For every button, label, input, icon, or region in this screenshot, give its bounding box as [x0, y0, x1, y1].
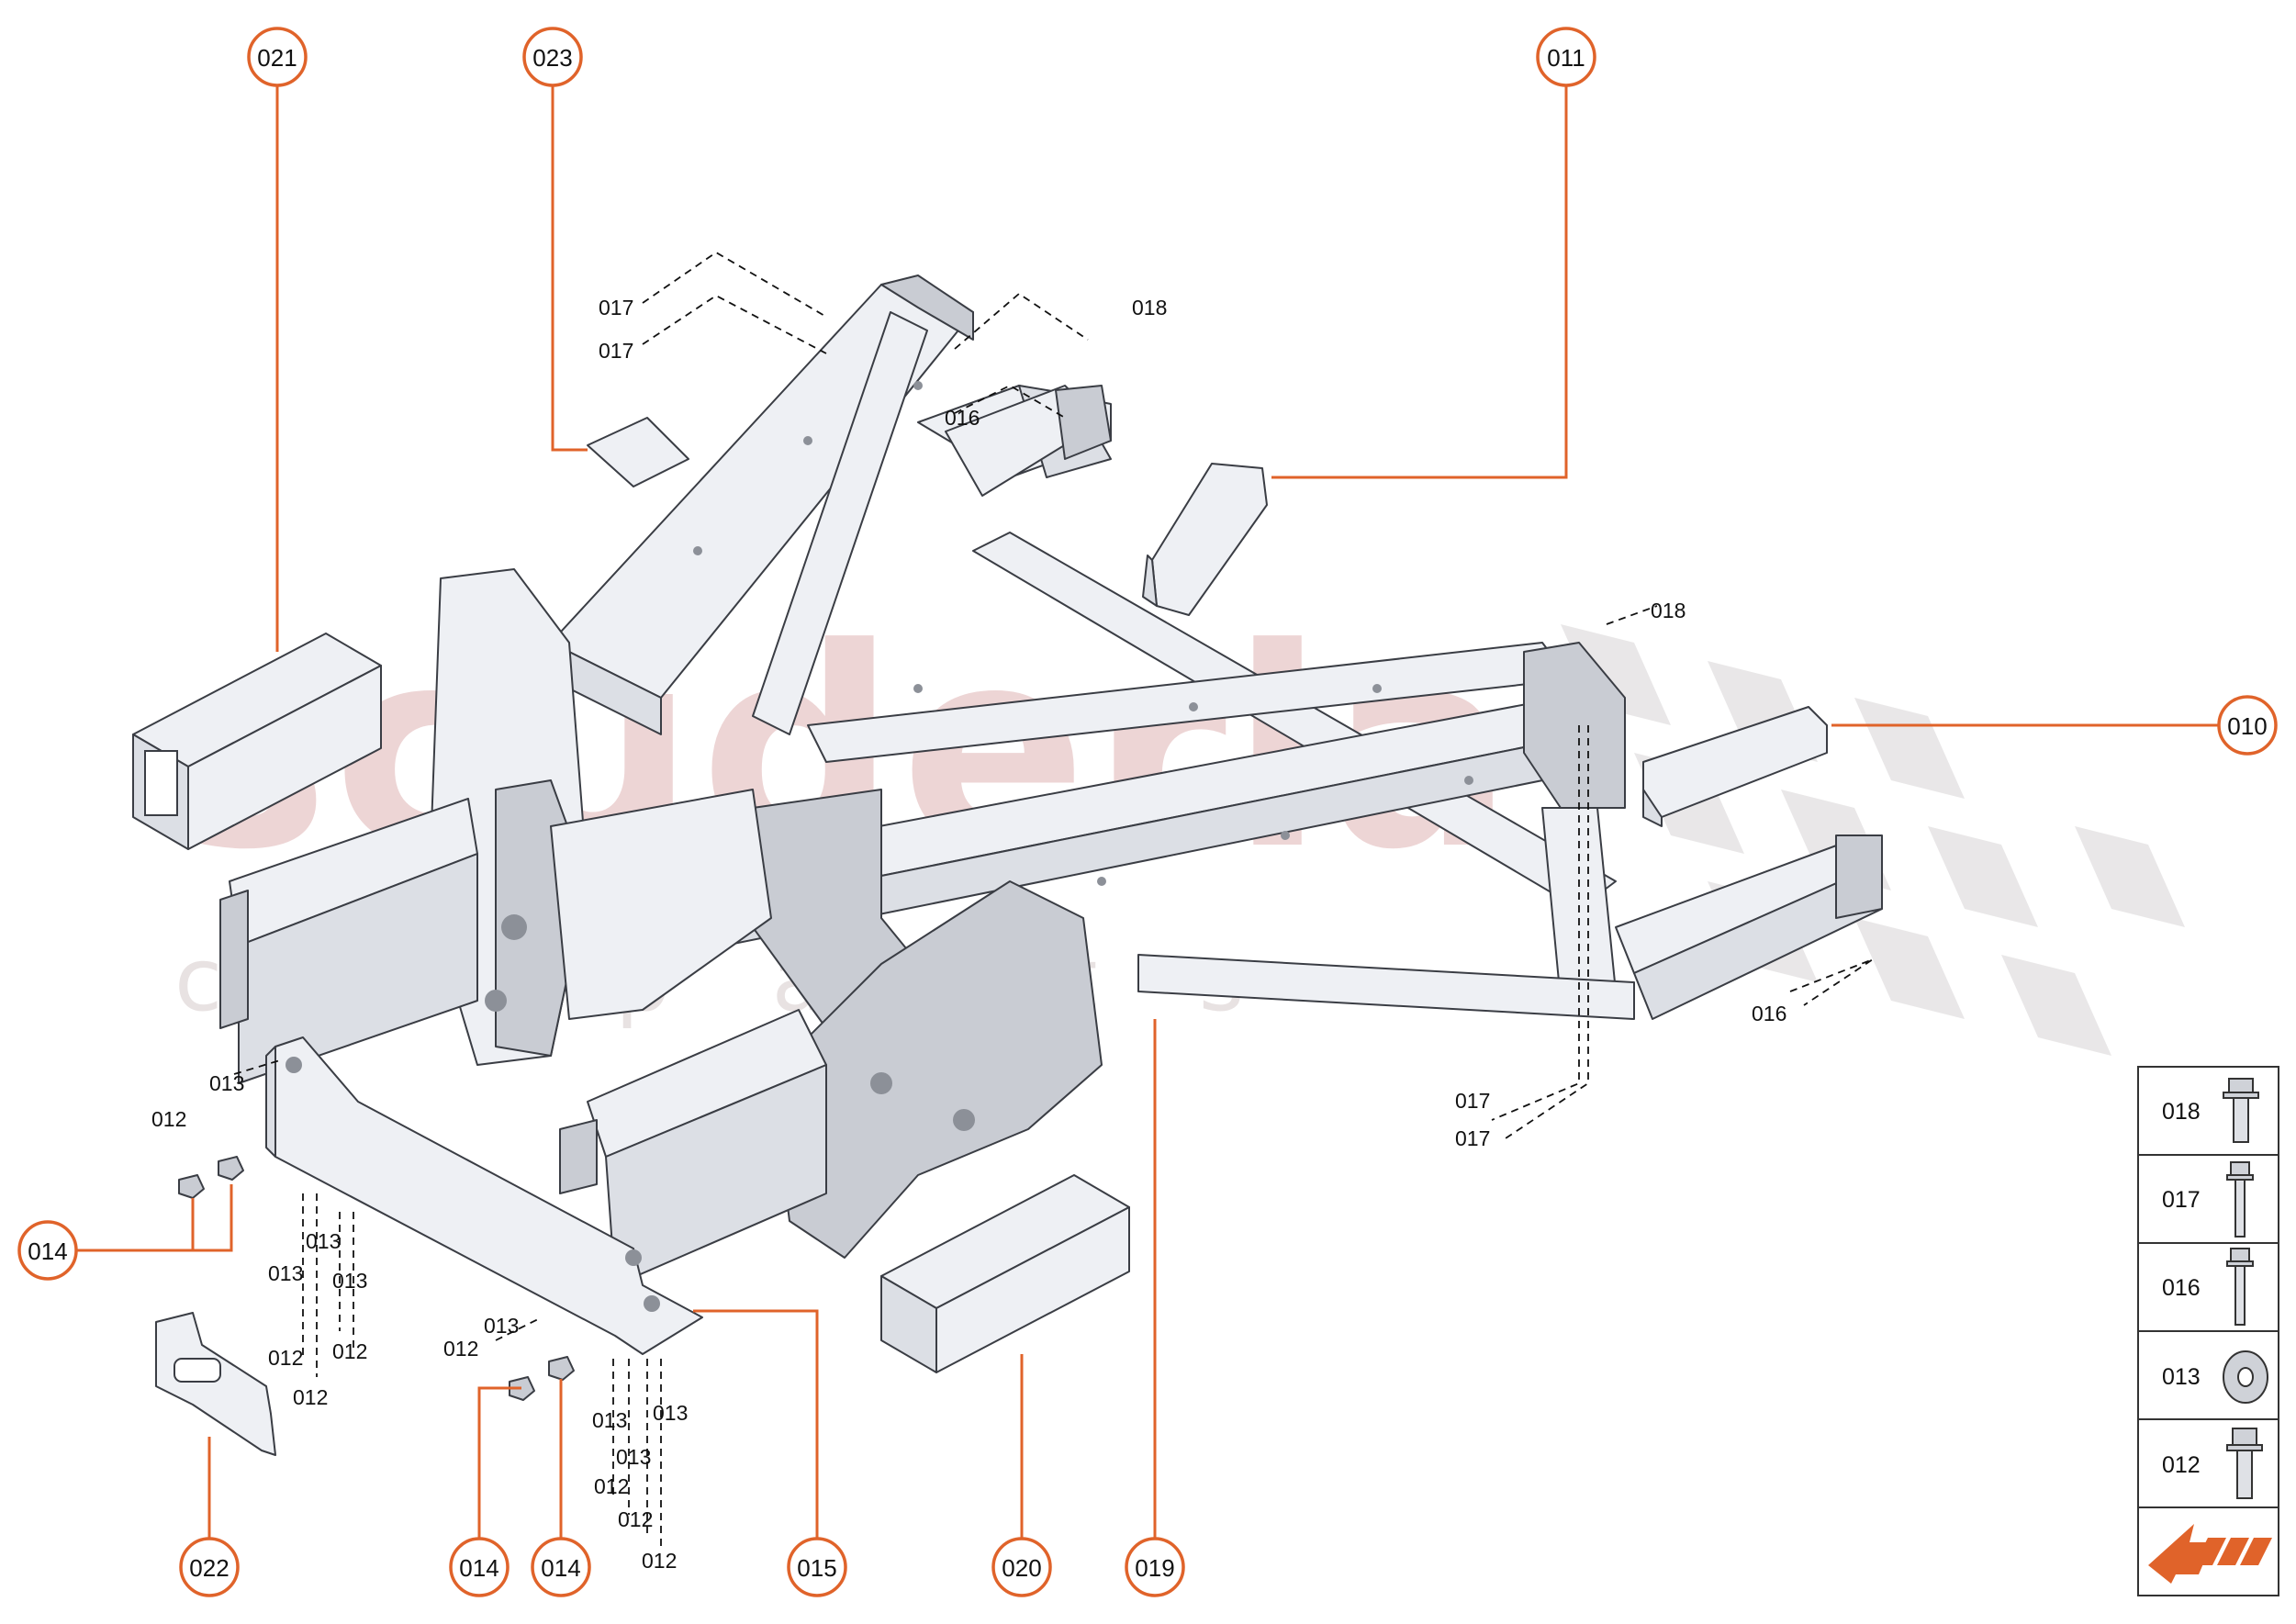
fastener-label-012: 012 — [268, 1346, 303, 1370]
callout-label: 022 — [189, 1554, 229, 1582]
fastener-legend: 018 017 016 013 012 — [2137, 1066, 2279, 1596]
callout-label: 014 — [459, 1554, 498, 1582]
fastener-label-013: 013 — [306, 1229, 341, 1253]
fastener-label-012: 012 — [443, 1337, 478, 1361]
callout-010[interactable]: 010 — [2217, 695, 2278, 756]
nut-icons — [178, 1156, 575, 1401]
legend-code: 017 — [2162, 1187, 2201, 1213]
callout-label: 020 — [1002, 1554, 1041, 1582]
fastener-label-013: 013 — [268, 1261, 303, 1285]
fastener-label-017: 017 — [599, 296, 633, 319]
fastener-label-017: 017 — [1455, 1089, 1490, 1113]
part-020-crash-box-right — [880, 1174, 1130, 1373]
flange-bolt-short-icon — [2223, 1078, 2259, 1143]
legend-code: 012 — [2162, 1452, 2201, 1478]
legend-code: 016 — [2162, 1275, 2201, 1301]
fastener-label-018: 018 — [1132, 296, 1167, 319]
callout-leaders — [69, 80, 2247, 1544]
washer-icon — [2223, 1350, 2268, 1404]
flange-bolt-medium-icon — [2226, 1248, 2254, 1326]
fastener-label-012: 012 — [332, 1339, 367, 1363]
fastener-label-018: 018 — [1651, 599, 1686, 622]
callout-019[interactable]: 019 — [1125, 1537, 1185, 1597]
part-023-patch-plate — [587, 417, 689, 487]
fastener-label-016: 016 — [1752, 1002, 1786, 1025]
callout-020[interactable]: 020 — [991, 1537, 1052, 1597]
callout-023[interactable]: 023 — [522, 27, 583, 87]
part-011-bracket — [1142, 463, 1268, 616]
rear-subframe-assembly — [219, 274, 1883, 1286]
fastener-label-012: 012 — [618, 1507, 653, 1531]
callout-014-mid-b[interactable]: 014 — [531, 1537, 591, 1597]
callout-label: 014 — [541, 1554, 580, 1582]
callout-label: 010 — [2227, 712, 2267, 740]
part-015-lower-cross-member — [265, 1036, 703, 1355]
fastener-label-017: 017 — [599, 339, 633, 363]
callout-label: 023 — [532, 44, 572, 72]
fastener-labels: 017 017 018 016 018 016 017 017 013 012 … — [151, 296, 1786, 1573]
callout-label: 014 — [28, 1238, 67, 1265]
part-022-end-plate — [155, 1312, 276, 1456]
legend-code: 013 — [2162, 1364, 2201, 1390]
fastener-label-013: 013 — [484, 1314, 519, 1338]
fastener-label-013: 013 — [209, 1071, 244, 1095]
fastener-label-017: 017 — [1455, 1126, 1490, 1150]
callout-label: 011 — [1547, 44, 1585, 72]
callout-022[interactable]: 022 — [179, 1537, 240, 1597]
fastener-label-013: 013 — [616, 1445, 651, 1469]
flange-bolt-long-icon — [2226, 1161, 2254, 1238]
fastener-dashed-leaders — [233, 251, 1874, 1551]
callout-014-left[interactable]: 014 — [17, 1220, 78, 1281]
part-021-crash-box-left — [132, 633, 382, 850]
fastener-label-012: 012 — [642, 1549, 677, 1573]
fastener-label-016: 016 — [945, 406, 980, 430]
callout-label: 021 — [257, 44, 297, 72]
fastener-label-012: 012 — [151, 1107, 186, 1131]
callout-011[interactable]: 011 — [1536, 27, 1596, 87]
callout-label: 019 — [1135, 1554, 1174, 1582]
part-010-bracket — [1642, 706, 1828, 827]
fastener-label-013: 013 — [592, 1408, 627, 1432]
front-direction-arrow-icon — [2148, 1524, 2272, 1584]
fastener-label-013: 013 — [653, 1401, 688, 1425]
callout-015[interactable]: 015 — [787, 1537, 847, 1597]
legend-code: 018 — [2162, 1099, 2201, 1125]
fastener-label-013: 013 — [332, 1269, 367, 1293]
callout-label: 015 — [797, 1554, 836, 1582]
fastener-label-012: 012 — [293, 1385, 328, 1409]
flange-bolt-stubby-icon — [2226, 1428, 2263, 1499]
callout-014-mid-a[interactable]: 014 — [449, 1537, 510, 1597]
fastener-label-012: 012 — [594, 1474, 629, 1498]
callout-021[interactable]: 021 — [247, 27, 308, 87]
